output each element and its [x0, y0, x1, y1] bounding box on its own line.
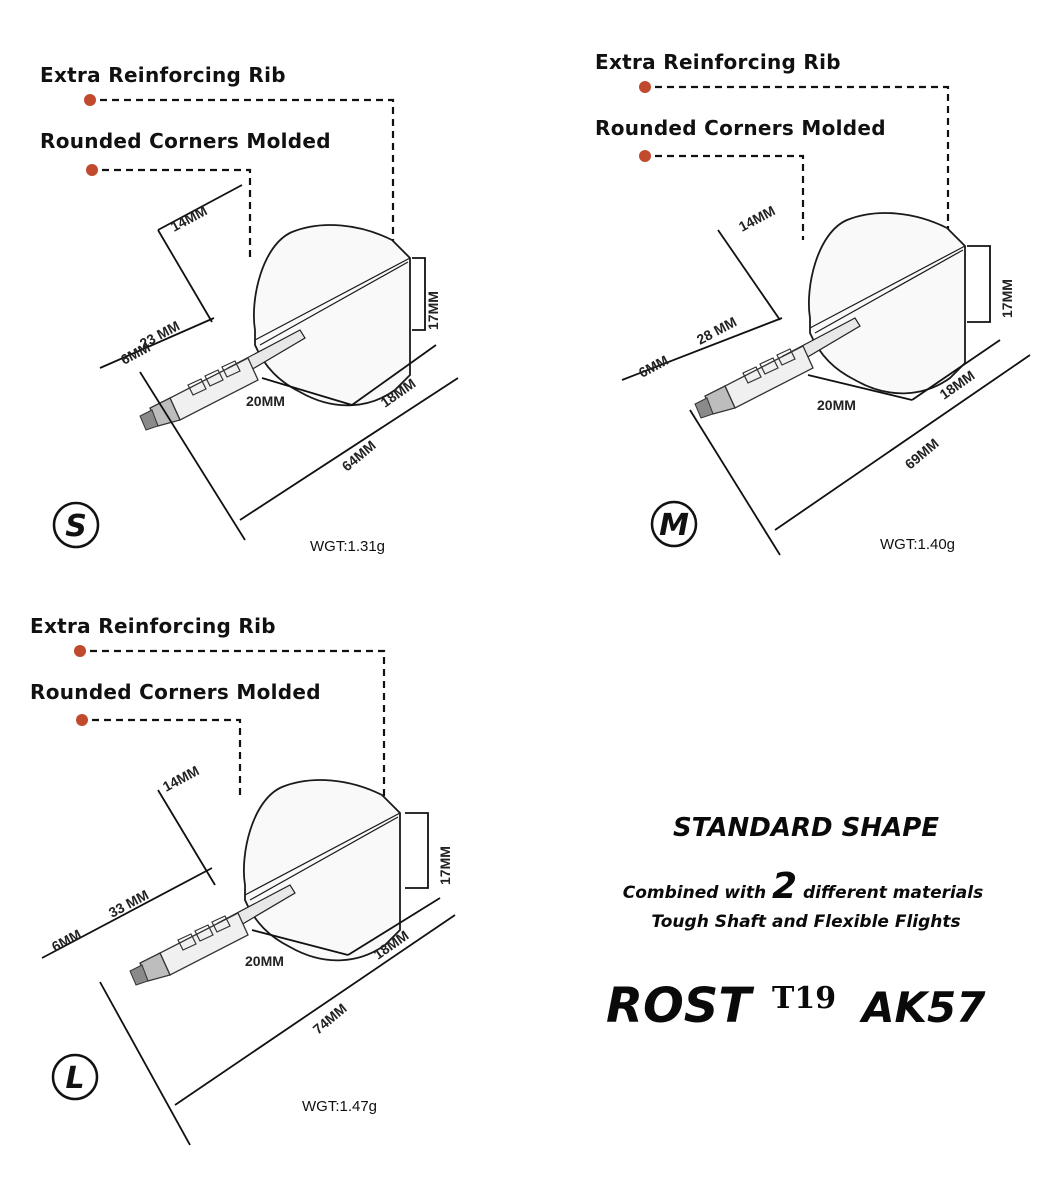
callout-corners-dot [86, 164, 98, 176]
dim-line-17 [967, 245, 991, 323]
standard-shape-title: STANDARD SHAPE [673, 813, 939, 843]
dim-line-18 [351, 344, 437, 406]
callout-rib-line [100, 98, 395, 250]
dim-20-label: 20MM [245, 953, 284, 969]
dim-33-label: 33 MM [106, 886, 151, 920]
dim-69-label: 69MM [902, 435, 942, 472]
weight-m: WGT:1.40g [880, 536, 955, 553]
materials-line-post: different materials [797, 883, 983, 903]
callout-rib-dot [639, 81, 651, 93]
dart-diagram-l: Extra Reinforcing Rib Rounded Corners Mo… [30, 614, 456, 1146]
callout-corners-line [655, 154, 805, 240]
dim-line-64 [239, 377, 459, 521]
dim-line-20 [261, 377, 353, 406]
callout-corners-label: Rounded Corners Molded [40, 129, 331, 153]
dim-line-14 [157, 789, 216, 886]
dim-line-69-left [689, 409, 781, 556]
weight-s: WGT:1.31g [310, 538, 385, 555]
materials-line-number: 2 [772, 866, 797, 907]
dart-diagram-m: Extra Reinforcing Rib Rounded Corners Mo… [595, 50, 1031, 556]
callout-rib-dot [84, 94, 96, 106]
callout-corners-line [102, 168, 252, 258]
callout-rib-label: Extra Reinforcing Rib [40, 63, 286, 87]
weight-l: WGT:1.47g [302, 1098, 377, 1115]
ak57-logo: AK57 [859, 983, 986, 1032]
dim-17-label: 17MM [999, 279, 1015, 318]
dim-line-14 [157, 229, 213, 323]
size-letter-l: L [65, 1061, 84, 1096]
dim-line-18 [911, 339, 1001, 401]
dim-line-23 [99, 317, 215, 369]
dim-line-20 [807, 374, 913, 401]
brand-model: T19 [772, 981, 836, 1016]
dim-line-28 [621, 317, 783, 381]
size-letter-s: S [65, 509, 87, 544]
callout-corners-dot [639, 150, 651, 162]
dim-line-20 [251, 929, 349, 956]
dim-17-label: 17MM [437, 846, 453, 885]
callout-rib-line [90, 649, 386, 808]
dim-line-18 [347, 897, 441, 956]
dart-diagram-s: Extra Reinforcing Rib Rounded Corners Mo… [40, 63, 459, 555]
info-panel: STANDARD SHAPE Combined with 2 different… [606, 813, 986, 1034]
size-badge-s [52, 501, 100, 549]
dim-line-74 [174, 914, 456, 1106]
dim-6-label: 6MM [49, 926, 84, 955]
dim-line-17 [405, 812, 429, 889]
size-letter-m: M [659, 508, 689, 543]
dim-14-label: 14MM [168, 202, 210, 234]
dart-illustration-m [694, 212, 966, 419]
dim-tick-14 [157, 184, 243, 231]
materials-line-pre: Combined with [623, 883, 772, 903]
callout-corners-label: Rounded Corners Molded [30, 680, 321, 704]
dim-20-label: 20MM [817, 397, 856, 413]
size-badge-l [51, 1053, 99, 1101]
dim-14-label: 14MM [160, 762, 202, 794]
callout-corners-label: Rounded Corners Molded [595, 116, 886, 140]
materials-detail: Tough Shaft and Flexible Flights [651, 912, 960, 932]
dim-line-14 [717, 229, 781, 321]
dim-line-69 [774, 354, 1031, 531]
callout-rib-dot [74, 645, 86, 657]
dim-6-label: 6MM [636, 352, 671, 381]
dim-line-17 [412, 257, 426, 331]
callout-rib-line [655, 85, 950, 240]
dim-line-64-left [139, 371, 246, 541]
brand-name: ROST [606, 978, 754, 1034]
dim-74-label: 74MM [310, 1000, 350, 1037]
materials-line: Combined with 2 different materials [623, 866, 983, 907]
size-badge-m [650, 500, 698, 548]
callout-corners-line [92, 718, 242, 800]
dim-17-label: 17MM [425, 291, 441, 330]
dim-23-label: 23 MM [137, 317, 182, 351]
dim-line-74-left [99, 981, 191, 1146]
callout-rib-label: Extra Reinforcing Rib [595, 50, 841, 74]
dim-20-label: 20MM [246, 393, 285, 409]
dim-line-33 [41, 867, 213, 959]
callout-rib-label: Extra Reinforcing Rib [30, 614, 276, 638]
dim-14-label: 14MM [736, 202, 778, 234]
callout-corners-dot [76, 714, 88, 726]
